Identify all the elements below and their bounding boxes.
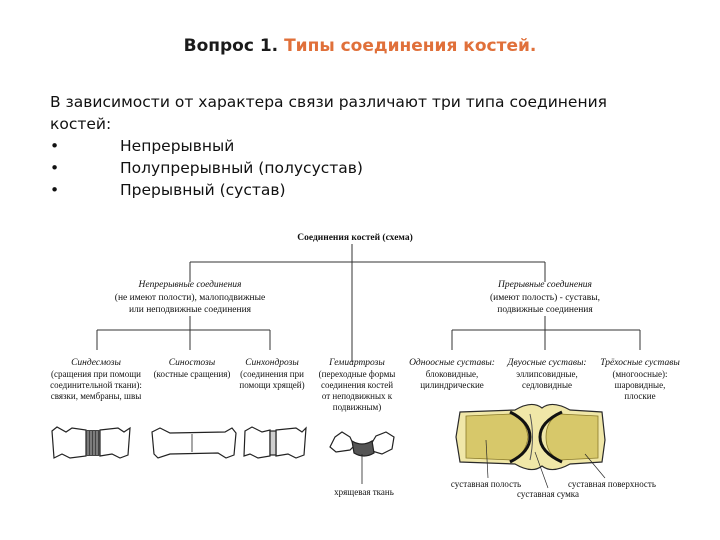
discontinuous-desc-1: (имеют полость) - суставы,	[490, 292, 600, 303]
leaf-desc: седловидные	[522, 380, 572, 390]
leaf-desc: от неподвижных к	[322, 391, 393, 401]
leaf-uniaxial: Одноосные суставы:	[409, 357, 495, 368]
bullet-mark: •	[50, 181, 60, 199]
leaf-desc: (костные сращения)	[154, 369, 231, 379]
syndesmosis-illustration	[51, 426, 131, 459]
connector-lines	[96, 244, 641, 362]
leaf-desc: соединения костей	[321, 380, 393, 390]
synchondrosis-illustration	[243, 426, 307, 459]
leaf-synchondrosis: Синхондрозы	[245, 357, 299, 368]
continuous-heading: Непрерывные соединения	[138, 279, 242, 290]
leaf-desc: подвижным)	[333, 402, 381, 412]
leaf-triaxial: Трёхосные суставы	[600, 358, 680, 368]
intro-line-2: костей:	[50, 115, 112, 133]
leaf-desc: эллипсовидные,	[516, 369, 578, 379]
leaf-biaxial: Двуосные суставы:	[506, 358, 586, 368]
synovial-joint-illustration	[455, 403, 606, 489]
leaf-desc: цилиндрические	[420, 380, 484, 390]
bullet-mark: •	[50, 159, 60, 177]
continuous-desc-2: или неподвижные соединения	[129, 305, 252, 315]
intro-text: В зависимости от характера связи различа…	[50, 91, 680, 201]
capsule-label: суставная сумка	[517, 489, 579, 499]
leaf-desc: (многоосные):	[612, 369, 667, 379]
bullet-text: Прерывный (сустав)	[120, 181, 286, 199]
leaf-syndesmosis: Синдесмозы	[71, 357, 121, 368]
leaf-desc: (переходные формы	[319, 369, 396, 379]
continuous-desc-1: (не имеют полости), малоподвижные	[115, 292, 265, 303]
leaf-synostosis: Синостозы	[169, 358, 216, 368]
leaf-desc: связки, мембраны, швы	[51, 391, 142, 401]
bullet-text: Непрерывный	[120, 137, 235, 155]
page-title: Вопрос 1. Типы соединения костей.	[0, 36, 720, 56]
leaf-hemiarthrosis: Гемиартрозы	[328, 358, 385, 368]
leaf-desc: помощи хрящей)	[239, 380, 304, 390]
cavity-label: суставная полость	[451, 479, 521, 489]
title-prefix: Вопрос 1.	[183, 36, 279, 56]
intro-line-1: В зависимости от характера связи различа…	[50, 93, 607, 111]
discontinuous-heading: Прерывные соединения	[497, 279, 592, 290]
leaf-desc: шаровидные,	[615, 380, 666, 390]
title-accent: Типы соединения костей.	[284, 36, 537, 56]
cartilage-label: хрящевая ткань	[334, 487, 394, 497]
discontinuous-desc-2: подвижные соединения	[497, 305, 593, 315]
bullet-text: Полупрерывный (полусустав)	[120, 159, 363, 177]
bullet-item: • Прерывный (сустав)	[50, 179, 680, 201]
diagram-root: Соединения костей (схема)	[297, 232, 412, 243]
bullet-item: • Непрерывный	[50, 135, 680, 157]
bullet-mark: •	[50, 137, 60, 155]
leaf-desc: (соединения при	[240, 369, 304, 379]
leaf-desc: (сращения при помощи	[51, 369, 141, 379]
leaf-desc: соединительной ткани):	[50, 380, 142, 390]
bullet-item: • Полупрерывный (полусустав)	[50, 157, 680, 179]
leaf-desc: плоские	[624, 391, 655, 401]
synostosis-illustration	[151, 427, 237, 459]
surface-label: суставная поверхность	[568, 479, 656, 489]
hemiarthrosis-illustration	[329, 431, 395, 484]
leaf-desc: блоковидные,	[426, 369, 479, 379]
